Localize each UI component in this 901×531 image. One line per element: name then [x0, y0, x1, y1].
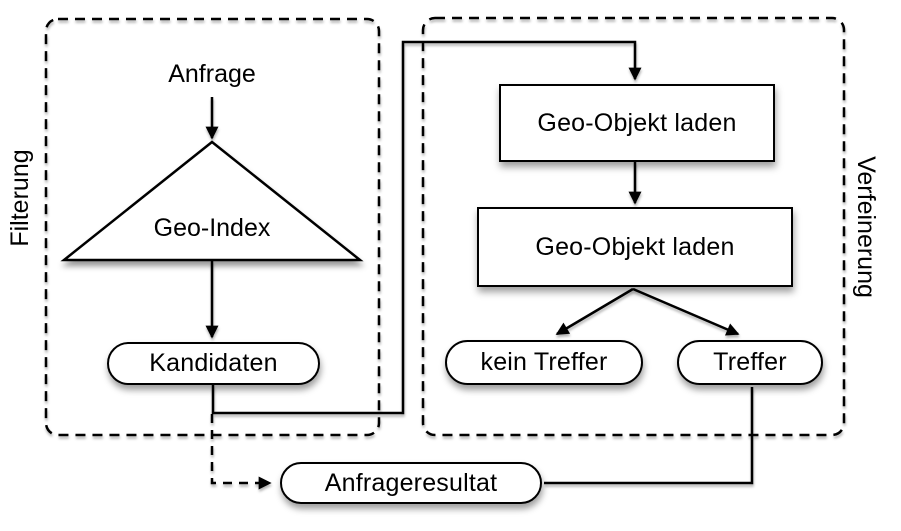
arrow-candidates-to-load — [211, 40, 642, 415]
dashed-arrow-candidates-to-result — [210, 414, 272, 490]
node-kandidaten: Kandidaten — [107, 342, 320, 385]
node-treffer-label: Treffer — [713, 348, 787, 376]
arrow-load-to-nohit — [555, 287, 634, 336]
node-kandidaten-label: Kandidaten — [149, 349, 278, 377]
node-anfrageresultat: Anfrageresultat — [280, 462, 542, 504]
node-anfrageresultat-label: Anfrageresultat — [324, 468, 498, 497]
node-geo-objekt-laden-2-label: Geo-Objekt laden — [535, 232, 735, 261]
node-geo-objekt-laden-1: Geo-Objekt laden — [499, 84, 775, 162]
geo-index-label: Geo-Index — [153, 213, 271, 242]
arrow-load-to-hit — [632, 287, 740, 336]
node-geo-objekt-laden-2: Geo-Objekt laden — [477, 207, 793, 287]
line-hit-to-result — [544, 387, 754, 485]
node-anfrage: Anfrage — [168, 59, 256, 88]
phase-label-filterung: Filterung — [5, 149, 34, 247]
refinement-phase-box — [421, 16, 846, 437]
node-kein-treffer-label: kein Treffer — [480, 348, 608, 376]
geo-index-triangle — [60, 140, 364, 262]
node-treffer: Treffer — [677, 340, 823, 385]
phase-label-verfeinerung: Verfeinerung — [852, 156, 881, 298]
node-geo-objekt-laden-1-label: Geo-Objekt laden — [537, 108, 737, 137]
node-kein-treffer: kein Treffer — [445, 340, 643, 385]
